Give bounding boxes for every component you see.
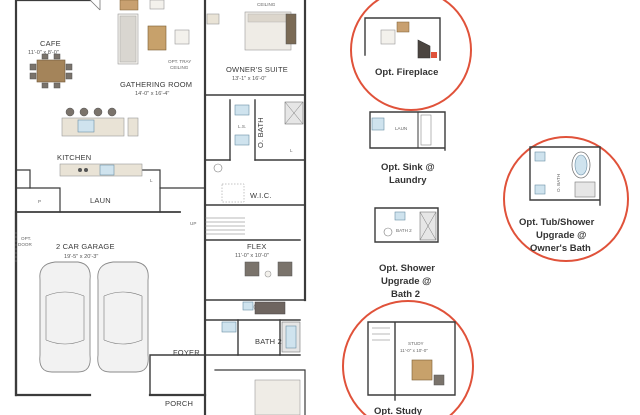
up-label: UP [190, 221, 196, 226]
obath-l-label: L [290, 148, 293, 153]
shower-caption-3: Bath 2 [391, 289, 420, 300]
laun-l-label: L [150, 178, 153, 183]
flex-dim: 11'-0" x 10'-0" [235, 253, 269, 259]
tub-caption-1: Opt. Tub/Shower [519, 217, 595, 228]
cafe-label: CAFE [40, 39, 61, 48]
option-sink-laundry: LAUN Opt. Sink @ Laundry [369, 111, 446, 186]
flex-chairs [244, 261, 293, 278]
obath-label: O. BATH [256, 117, 265, 148]
study-highlight-circle [342, 300, 474, 415]
garage-note-2: DOOR [18, 242, 32, 247]
foyer-label: FOYER [173, 348, 200, 357]
kitchen-label: KITCHEN [57, 153, 91, 162]
garage-cars [39, 261, 149, 373]
study-caption: Opt. Study [374, 406, 423, 415]
owners-ceiling-note: CEILING [257, 2, 276, 7]
garage-label: 2 CAR GARAGE [56, 242, 115, 251]
pantry-label: P [38, 199, 41, 204]
option-tub-shower: O. BATH Opt. Tub/Shower Upgrade @ Owner'… [503, 136, 629, 262]
garage-dim: 19'-5" x 20'-3" [64, 254, 98, 260]
laun-label: LAUN [90, 196, 111, 205]
gathering-label: GATHERING ROOM [120, 80, 192, 89]
flex-label: FLEX [247, 242, 267, 251]
fireplace-caption: Opt. Fireplace [375, 67, 438, 78]
shower-caption-1: Opt. Shower [379, 263, 435, 274]
study-dim: 11'-0" x 10'-0" [400, 348, 428, 353]
sink-caption-1: Opt. Sink @ [381, 162, 435, 173]
sink-room-label: LAUN [395, 126, 407, 131]
shower-room-label: BATH 2 [396, 228, 412, 233]
owners-suite-label: OWNER'S SUITE [226, 65, 288, 74]
bedroom-bed [254, 379, 301, 415]
gathering-note-1: OPT. TRAY [168, 59, 191, 64]
option-shower-bath2: BATH 2 Opt. Shower Upgrade @ Bath 2 [374, 207, 439, 300]
obath-fixtures [213, 101, 304, 173]
porch-label: PORCH [165, 399, 193, 408]
staircase [205, 217, 245, 235]
gathering-dim: 14'-0" x 16'-4" [135, 91, 169, 97]
tub-room-label: O. BATH [556, 174, 561, 192]
sink-caption-2: Laundry [389, 175, 427, 186]
option-study: STUDY 11'-0" x 10'-0" Opt. Study [342, 300, 474, 415]
owners-bed [206, 11, 297, 51]
fireplace-highlight-circle [350, 0, 472, 111]
garage-note-1: OPT. [21, 236, 31, 241]
wic-label: W.I.C. [250, 191, 272, 200]
tub-caption-3: Owner's Bath [530, 243, 591, 254]
owners-suite-dim: 13'-1" x 16'-0" [232, 76, 266, 82]
option-fireplace: Opt. Fireplace [350, 0, 472, 111]
ls-label: L.S. [238, 124, 246, 129]
cafe-dim: 11'-0" x 8'-0" [28, 50, 59, 56]
console [254, 301, 286, 315]
kitchen-island [61, 107, 139, 137]
gathering-note-2: CEILING [170, 65, 189, 70]
study-room-label: STUDY [408, 341, 424, 346]
bath2-label: BATH 2 [255, 337, 282, 346]
bath2-fixtures [221, 301, 301, 353]
shower-caption-2: Upgrade @ [381, 276, 431, 287]
main-floor-plan: UP [14, 0, 307, 415]
kitchen-counter [59, 163, 143, 177]
tub-caption-2: Upgrade @ [536, 230, 586, 241]
cafe-table [29, 53, 73, 89]
wic-shelf [221, 183, 245, 203]
tub-highlight-circle [503, 136, 629, 262]
gathering-furniture [117, 0, 190, 65]
